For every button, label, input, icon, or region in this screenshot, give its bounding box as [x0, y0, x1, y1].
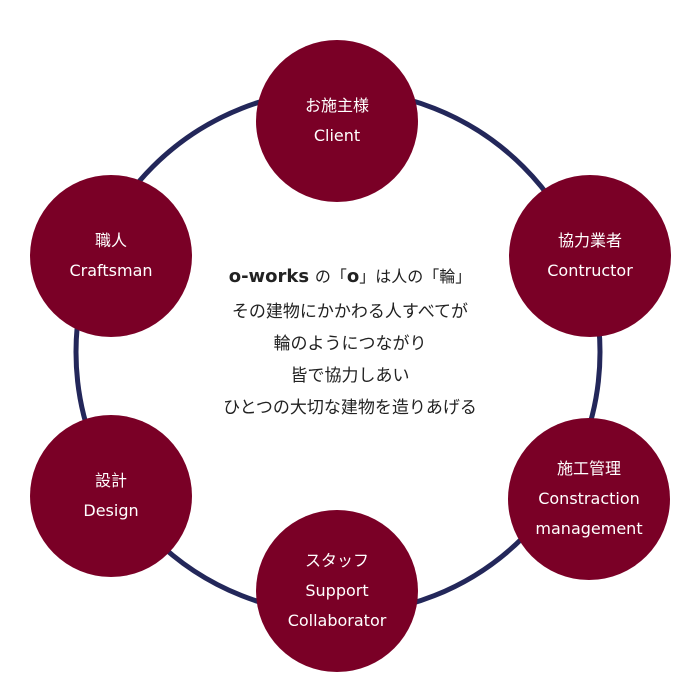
message-line-2: 輪のようにつながり — [273, 334, 427, 354]
node-craftsman-en: Craftsman — [69, 261, 153, 280]
node-craftsman-ja: 職人 — [94, 231, 127, 250]
node-staff-en1: Support — [305, 581, 369, 600]
node-staff-en2: Collaborator — [287, 611, 387, 630]
node-design-ja: 設計 — [94, 471, 127, 490]
brand-name: o-works — [228, 266, 310, 287]
node-construction-management: 施工管理 Constraction management — [508, 418, 670, 580]
node-client-en: Client — [313, 126, 361, 145]
node-client-ja: お施主様 — [304, 96, 369, 115]
headline-particle2: 」は人の「輪」 — [359, 267, 472, 286]
center-message: o-works の「o」は人の「輪」 その建物にかかわる人すべてが 輪のようにつ… — [150, 262, 550, 424]
node-design: 設計 Design — [30, 415, 192, 577]
node-design-en: Design — [83, 501, 139, 520]
node-construction-management-en2: management — [535, 519, 643, 538]
node-craftsman: 職人 Craftsman — [30, 175, 192, 337]
node-construction-management-ja: 施工管理 — [556, 459, 621, 478]
headline-particle1: の「 — [314, 267, 347, 286]
node-contractor-en: Contructor — [547, 261, 633, 280]
headline: o-works の「o」は人の「輪」 — [150, 262, 550, 292]
node-contractor: 協力業者 Contructor — [509, 175, 671, 337]
message-line-4: ひとつの大切な建物を造りあげる — [223, 398, 477, 418]
node-staff: スタッフ Support Collaborator — [256, 510, 418, 672]
node-contractor-ja: 協力業者 — [557, 231, 622, 250]
message-line-1: その建物にかかわる人すべてが — [231, 302, 469, 322]
headline-letter: o — [346, 266, 360, 287]
node-construction-management-en1: Constraction — [538, 489, 640, 508]
message-line-3: 皆で協力しあい — [290, 366, 410, 386]
node-client: お施主様 Client — [256, 40, 418, 202]
node-staff-ja: スタッフ — [304, 551, 369, 570]
